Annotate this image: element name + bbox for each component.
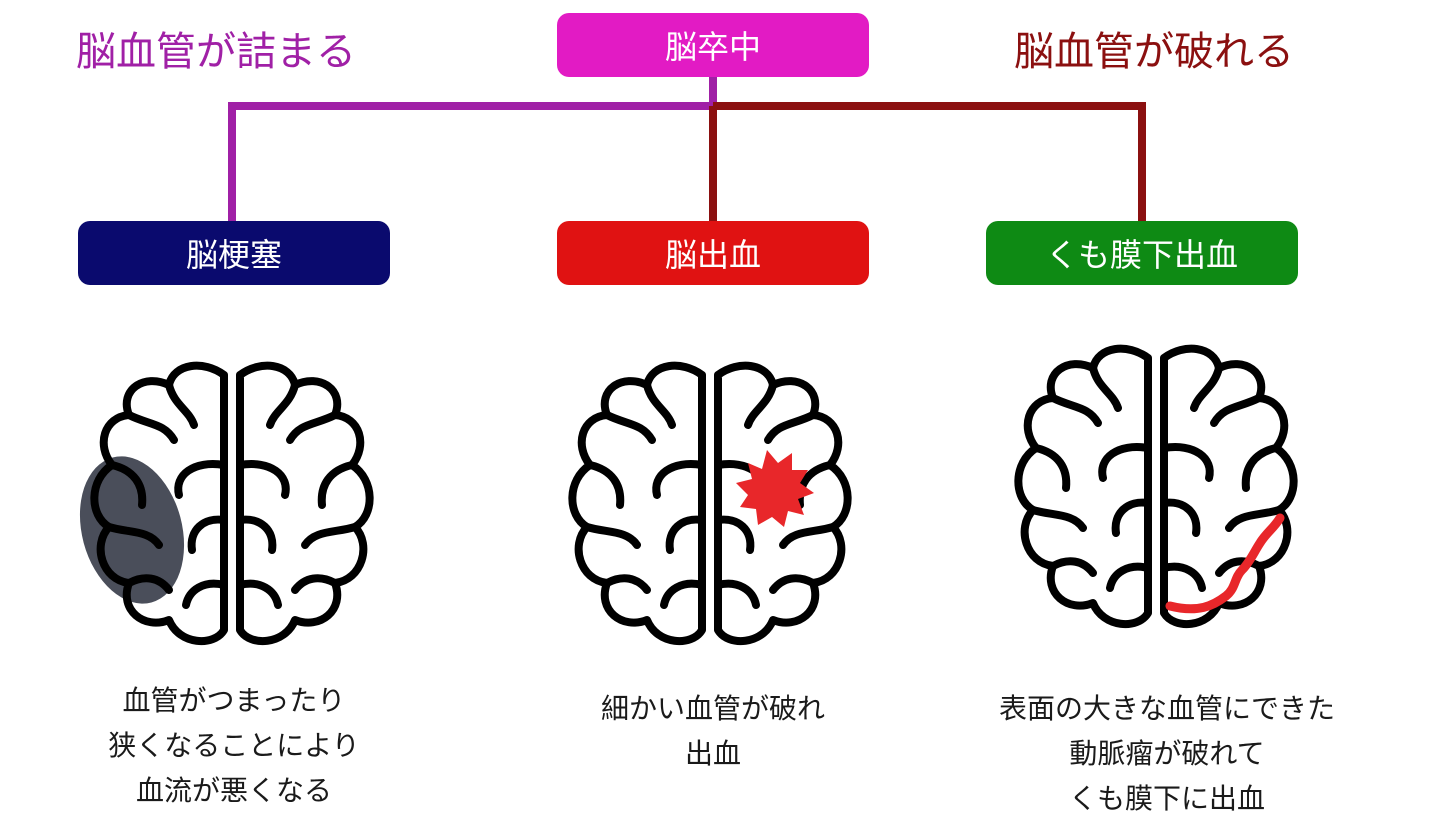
root-label: 脳卒中	[664, 28, 761, 66]
category-label-blocked: 脳血管が詰まる	[76, 29, 356, 75]
brain-icon	[552, 355, 868, 655]
description-line: 動脈瘤が破れて	[1069, 737, 1265, 770]
box-subarachnoid-hemorrhage: くも膜下出血	[986, 221, 1298, 285]
description-line: 狭くなることにより	[108, 729, 360, 762]
description-line: 血管がつまったり	[122, 684, 346, 717]
connector-left	[228, 76, 717, 221]
root-box-stroke: 脳卒中	[557, 13, 869, 77]
connector-right	[713, 102, 1146, 221]
description-line: 細かい血管が破れ	[600, 692, 825, 725]
description-line: 出血	[684, 737, 741, 770]
category-label-ruptured: 脳血管が破れる	[1014, 29, 1294, 75]
description-line: くも膜下に出血	[1068, 782, 1265, 815]
brain-icon	[998, 338, 1314, 638]
box-cerebral-infarction: 脳梗塞	[78, 221, 390, 285]
box-label: くも膜下出血	[1045, 236, 1238, 274]
hemorrhage-marker	[736, 450, 814, 527]
box-cerebral-hemorrhage: 脳出血	[557, 221, 869, 285]
description-line: 血流が悪くなる	[135, 774, 332, 807]
description-subarachnoid-hemorrhage: 表面の大きな血管にできた 動脈瘤が破れて くも膜下に出血	[952, 686, 1382, 821]
description-cerebral-hemorrhage: 細かい血管が破れ 出血	[513, 686, 913, 776]
description-line: 表面の大きな血管にできた	[998, 692, 1335, 725]
description-cerebral-infarction: 血管がつまったり 狭くなることにより 血流が悪くなる	[34, 678, 434, 813]
box-label: 脳出血	[664, 236, 761, 274]
brain-icon	[79, 355, 390, 655]
box-label: 脳梗塞	[185, 236, 282, 274]
aneurysm-bleed-marker	[1165, 513, 1285, 614]
